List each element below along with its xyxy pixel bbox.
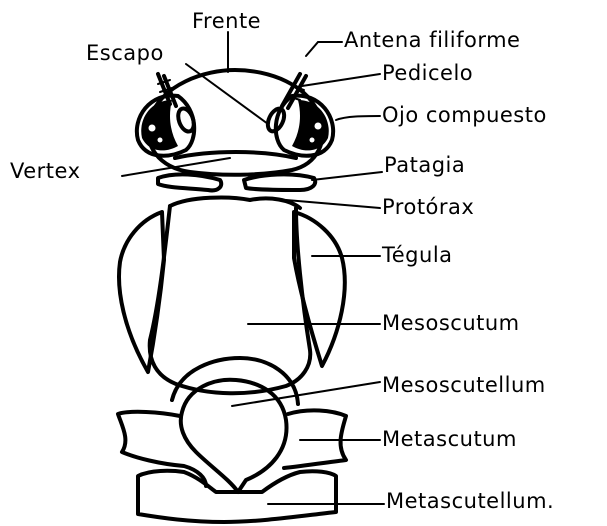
leader-patagia [312, 172, 382, 180]
labels: Frente Escapo Antena filiforme Pedicelo … [10, 9, 554, 513]
label-patagia: Patagia [384, 153, 465, 177]
label-metascutum: Metascutum [382, 427, 517, 451]
label-frente: Frente [192, 9, 261, 33]
label-metascutellum: Metascutellum. [386, 489, 554, 513]
vertex-line [175, 152, 296, 158]
label-mesoscutellum: Mesoscutellum [382, 373, 546, 397]
label-mesoscutum: Mesoscutum [382, 311, 520, 335]
mesoscutum [150, 206, 311, 393]
mesoscutellum [181, 380, 287, 492]
leader-ojo [336, 116, 380, 120]
leader-pedicelo [302, 74, 380, 86]
label-vertex: Vertex [10, 159, 81, 183]
label-pedicelo: Pedicelo [382, 61, 473, 85]
label-escapo: Escapo [86, 41, 164, 65]
left-compound-eye [137, 96, 194, 156]
label-protorax: Protórax [382, 195, 474, 219]
leader-antena [306, 42, 342, 56]
label-antena: Antena filiforme [344, 28, 520, 52]
prothorax [170, 198, 300, 208]
metascutellum [138, 471, 336, 522]
label-tegula: Tégula [381, 243, 453, 267]
label-ojo: Ojo compuesto [382, 103, 547, 127]
